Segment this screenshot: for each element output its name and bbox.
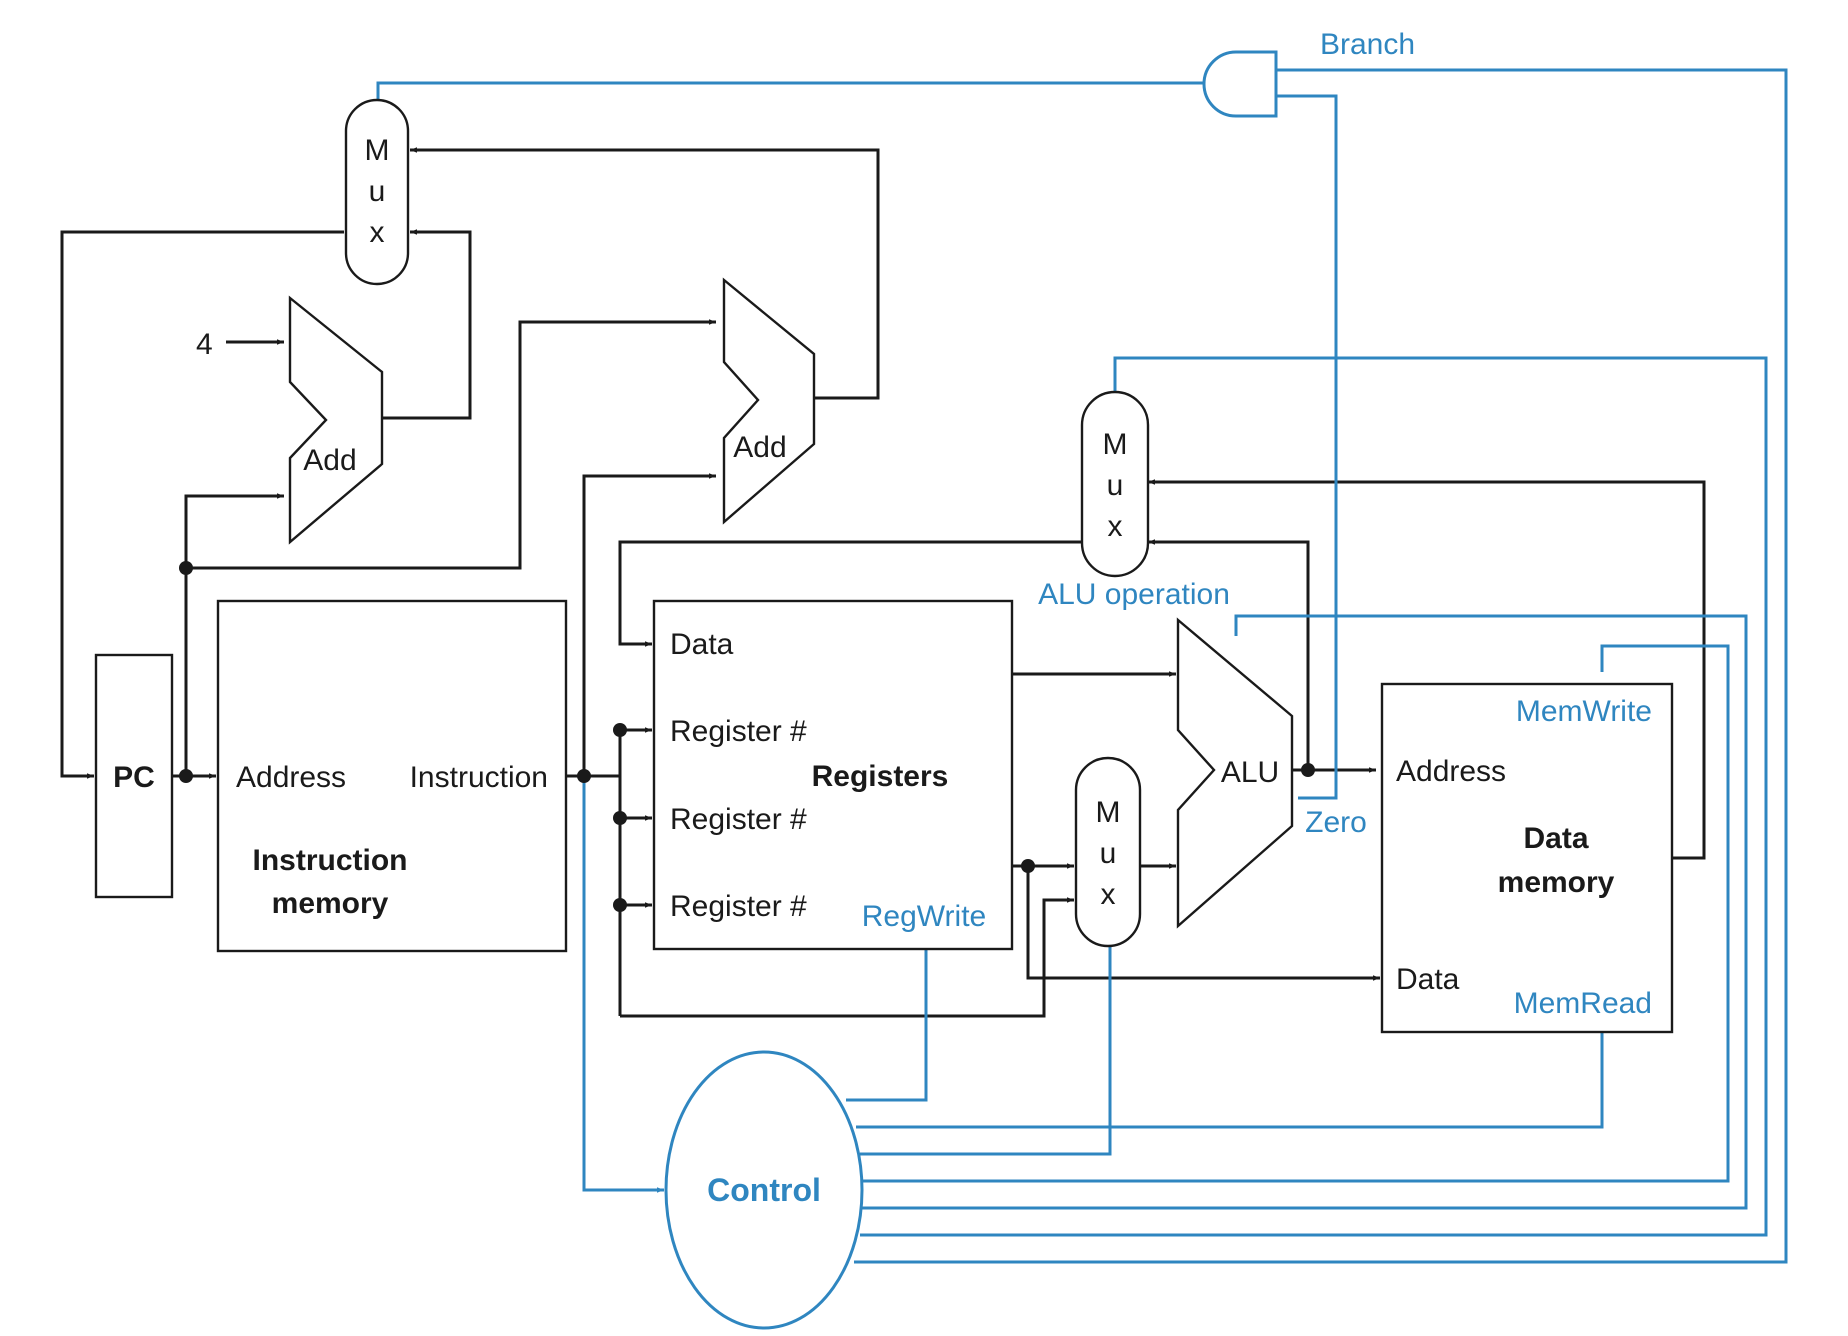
alu-shape [1176, 617, 1294, 929]
wire-imm-to-alu-mux [620, 897, 1074, 1018]
wire-zero-to-and [1276, 94, 1338, 800]
wire-alu-mux-select [860, 946, 1112, 1156]
branch-adder: Add [722, 277, 816, 525]
instruction-memory-box [216, 599, 568, 953]
wire-alu-operation [862, 614, 1748, 1210]
register-file: Data Register # Register # Register # Re… [652, 599, 1014, 951]
alu-label: ALU [1221, 756, 1279, 789]
reg-data-label: Data [670, 628, 734, 661]
wire-instruction-to-control [582, 776, 664, 1193]
dm-data-label: Data [1396, 963, 1460, 996]
pc-adder: Add [288, 295, 384, 545]
alu: ALU ALU operation Zero [1038, 578, 1367, 929]
alu-operation-label: ALU operation [1038, 578, 1230, 611]
pc-adder-label: Add [303, 444, 356, 477]
alu-mux-shape [1074, 756, 1142, 948]
memread-label: MemRead [1514, 987, 1652, 1020]
reg-register2-label: Register # [670, 803, 807, 836]
wire-branch-signal [854, 68, 1788, 1264]
branch-label: Branch [1320, 28, 1415, 61]
wire-data-mux-select [860, 356, 1768, 1237]
im-address-label: Address [236, 761, 346, 794]
wire-adder-to-mux [382, 229, 472, 420]
wire-pc-to-adder [184, 493, 284, 776]
data-mux-shape [1080, 390, 1150, 578]
junction-pc-branch [179, 561, 193, 575]
im-title-line1: Instruction [253, 844, 408, 877]
data-mux: M u x [1080, 390, 1150, 578]
wire-regs-to-memdata [1026, 866, 1380, 981]
data-mux-letter-x: x [1108, 510, 1123, 543]
wire-branch-adder-to-mux [410, 147, 880, 400]
pc-mux-letter-m: M [365, 134, 390, 167]
register-file-box [652, 599, 1014, 951]
control-unit: Control [664, 1050, 864, 1330]
alu-mux-letter-m: M [1096, 796, 1121, 829]
alu-mux: M u x [1074, 756, 1142, 948]
wire-imm-to-branch-adder [582, 473, 716, 776]
junctions [179, 561, 1315, 912]
dm-address-label: Address [1396, 755, 1506, 788]
control-unit-shape [664, 1050, 864, 1330]
pc-mux-shape [344, 98, 410, 286]
branch-and-gate: Branch [1202, 28, 1415, 118]
regwrite-label: RegWrite [862, 900, 986, 933]
pc-label: PC [113, 761, 155, 794]
data-memory-box [1380, 682, 1674, 1034]
branch-adder-label: Add [733, 431, 786, 464]
wire-mux-to-pc [60, 230, 344, 779]
wire-pc-to-branch-adder [186, 319, 716, 570]
pc-box [94, 653, 174, 899]
junction-reg1 [613, 723, 627, 737]
wire-memory-to-data-mux [1148, 479, 1706, 860]
data-mux-letter-m: M [1103, 428, 1128, 461]
alu-mux-letter-x: x [1101, 878, 1116, 911]
constant-four: 4 [196, 328, 213, 361]
alu-mux-letter-u: u [1100, 837, 1117, 870]
branch-adder-shape [722, 277, 816, 525]
pc-mux-letter-x: x [370, 216, 385, 249]
junction-reg2 [613, 811, 627, 825]
pc-mux-letter-u: u [369, 175, 386, 208]
dm-title-line2: memory [1498, 866, 1615, 899]
im-instruction-label: Instruction [410, 761, 548, 794]
junction-reg3 [613, 898, 627, 912]
pc-adder-shape [288, 295, 384, 545]
wire-and-to-pc-mux [376, 81, 1206, 100]
wire-memwrite [862, 644, 1730, 1183]
and-gate-shape [1202, 50, 1278, 118]
wire-memread [856, 1032, 1604, 1129]
wire-alu-to-data-mux [1148, 539, 1310, 770]
reg-register1-label: Register # [670, 715, 807, 748]
control-wires [376, 68, 1788, 1264]
im-title-line2: memory [272, 887, 389, 920]
wire-regwrite [846, 948, 928, 1102]
data-memory: Address Data Data memory MemWrite MemRea… [1380, 682, 1674, 1034]
data-mux-letter-u: u [1107, 469, 1124, 502]
wire-mux-to-regdata [618, 540, 1082, 647]
junction-read-data2 [1021, 859, 1035, 873]
memwrite-label: MemWrite [1516, 695, 1652, 728]
instruction-memory: Address Instruction Instruction memory [216, 599, 568, 953]
junction-alu-result [1301, 763, 1315, 777]
junction-pc-out [179, 769, 193, 783]
registers-title: Registers [812, 760, 949, 793]
control-label: Control [707, 1172, 821, 1208]
junction-instruction-out [577, 769, 591, 783]
pc-mux: M u x [344, 98, 410, 286]
reg-register3-label: Register # [670, 890, 807, 923]
pc-register: PC [94, 653, 174, 899]
zero-label: Zero [1305, 806, 1367, 839]
dm-title-line1: Data [1523, 822, 1588, 855]
